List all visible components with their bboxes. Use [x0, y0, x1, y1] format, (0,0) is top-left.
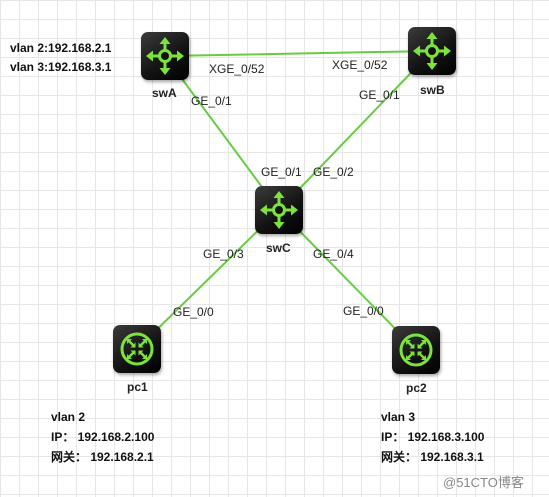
pc2-ip: IP： 192.168.3.100 — [381, 430, 485, 444]
port-label-swC-ge3: GE_0/3 — [203, 247, 244, 261]
link-swA-swB[interactable] — [164, 50, 433, 57]
port-label-swC-ge2: GE_0/2 — [313, 165, 354, 179]
switch-arrows-icon — [146, 37, 184, 75]
pc1-name: pc1 — [127, 380, 148, 394]
port-label-pc1-ge: GE_0/0 — [173, 305, 214, 319]
pc2-gateway: 网关： 192.168.3.1 — [381, 450, 484, 464]
swA-name: swA — [152, 86, 177, 100]
pc1-gateway: 网关： 192.168.2.1 — [51, 450, 154, 464]
port-label-pc2-ge: GE_0/0 — [343, 304, 384, 318]
port-label-swB-xge: XGE_0/52 — [332, 58, 388, 72]
link-swB-swC[interactable] — [278, 50, 433, 211]
link-swC-pc1[interactable] — [136, 209, 280, 350]
port-label-swC-ge4: GE_0/4 — [313, 247, 354, 261]
link-swC-pc2[interactable] — [278, 209, 417, 351]
host-router-icon — [399, 333, 433, 367]
port-label-swC-ge1: GE_0/1 — [261, 165, 302, 179]
switch-swC[interactable] — [255, 186, 303, 234]
port-label-swB-ge: GE_0/1 — [359, 88, 400, 102]
swC-name: swC — [266, 241, 291, 255]
pc2-name: pc2 — [406, 381, 427, 395]
pc1-vlan: vlan 2 — [51, 410, 86, 424]
switch-arrows-icon — [260, 191, 298, 229]
swB-name: swB — [420, 83, 445, 97]
switch-swB[interactable] — [408, 27, 456, 75]
host-pc1[interactable] — [113, 325, 161, 373]
pc1-ip: IP： 192.168.2.100 — [51, 430, 155, 444]
link-swA-swC[interactable] — [164, 55, 280, 211]
pc2-vlan: vlan 3 — [381, 410, 416, 424]
port-label-swA-ge: GE_0/1 — [191, 94, 232, 108]
watermark: @51CTO博客 — [443, 475, 524, 490]
swA-vlan3-ip: vlan 3:192.168.3.1 — [10, 60, 112, 74]
host-router-icon — [120, 332, 154, 366]
switch-arrows-icon — [413, 32, 451, 70]
switch-swA[interactable] — [141, 32, 189, 80]
host-pc2[interactable] — [392, 326, 440, 374]
port-label-swA-xge: XGE_0/52 — [209, 62, 265, 76]
swA-vlan2-ip: vlan 2:192.168.2.1 — [10, 41, 112, 55]
